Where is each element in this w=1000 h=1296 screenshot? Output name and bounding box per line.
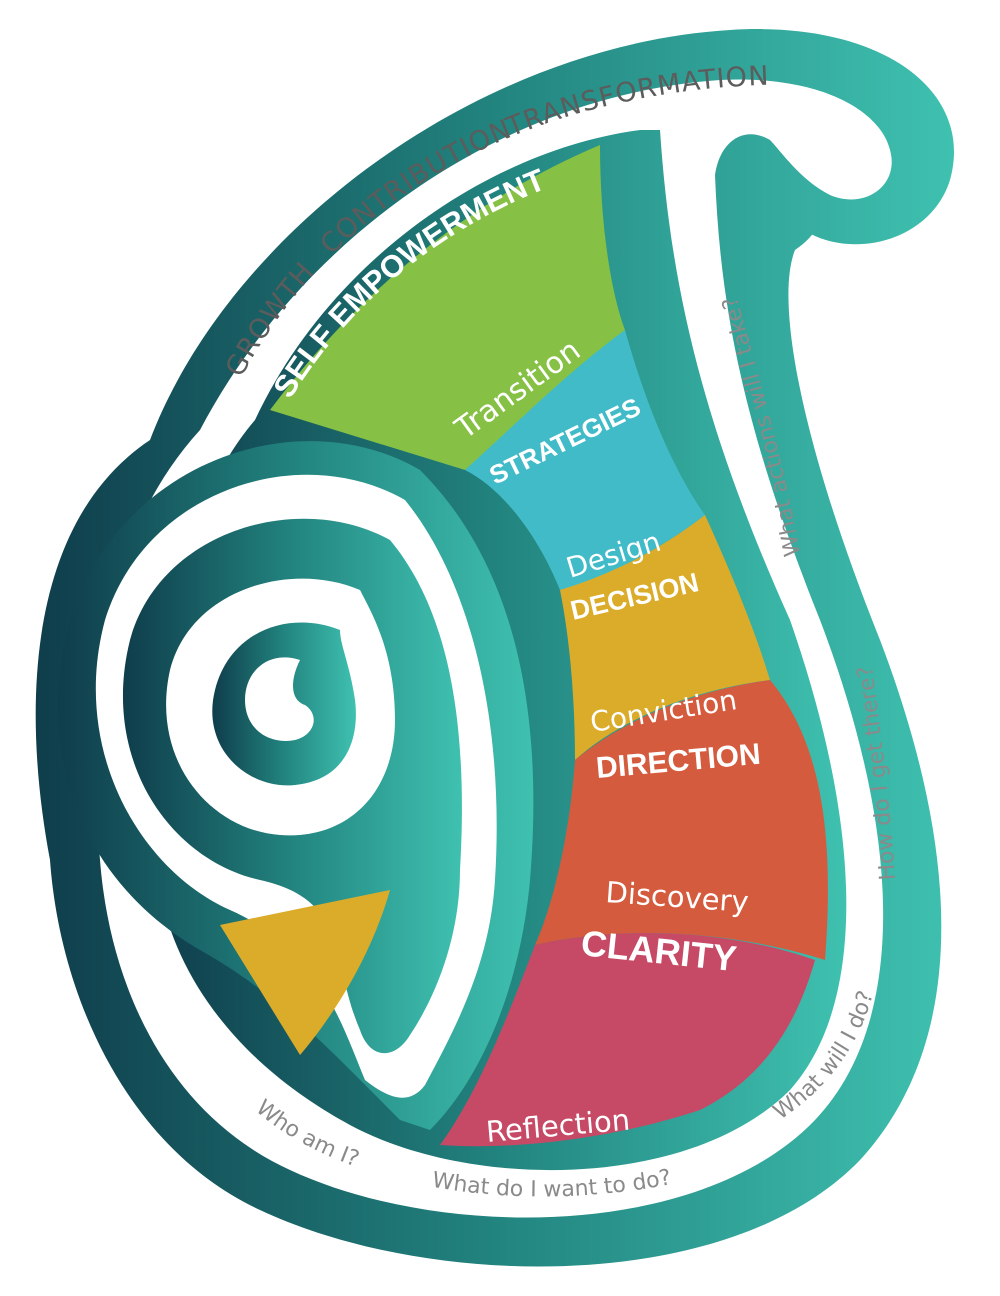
stage-strategies xyxy=(465,330,705,590)
spiral-center-white xyxy=(245,657,314,741)
accent-triangle xyxy=(220,890,390,1055)
stage-decision xyxy=(560,515,770,760)
stage-direction xyxy=(535,680,828,960)
stage-clarity xyxy=(440,933,815,1147)
stage-self-empowerment xyxy=(270,145,625,470)
